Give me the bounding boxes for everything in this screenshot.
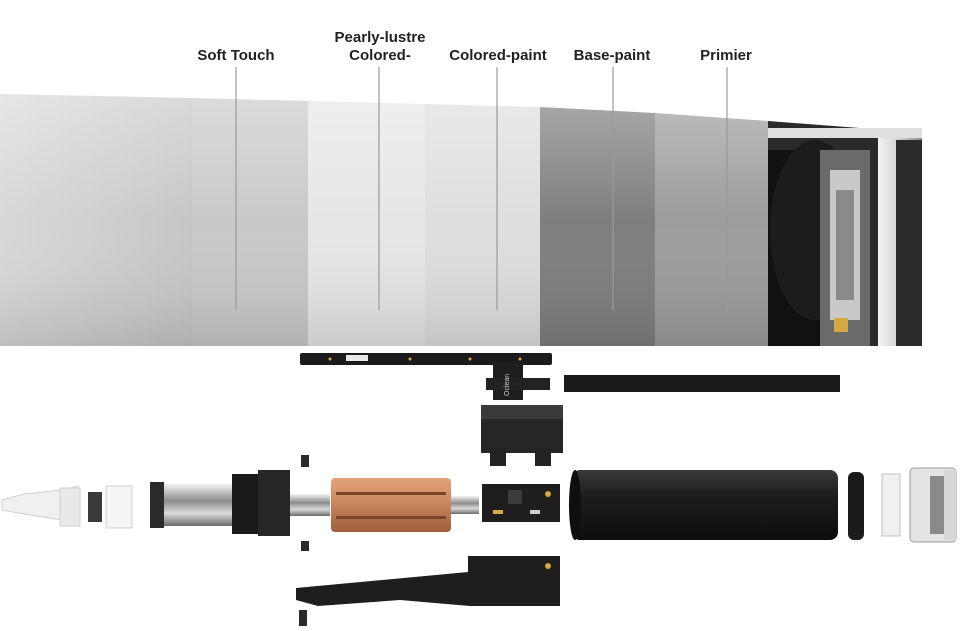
layer-label-pearly-lustre: Pearly-lustre Colored- bbox=[335, 29, 426, 65]
battery-tube bbox=[569, 470, 838, 540]
pcb-oclean-text: Oclean bbox=[504, 374, 511, 396]
layer-label-primier: Primier bbox=[700, 47, 752, 64]
motor bbox=[150, 470, 330, 536]
lower-chassis bbox=[296, 556, 560, 606]
spring-connector bbox=[451, 496, 479, 514]
motor-bracket bbox=[481, 405, 563, 466]
battery-cover-bar bbox=[564, 375, 840, 392]
pcb-board-top bbox=[300, 353, 552, 365]
internal-end-assembly bbox=[768, 121, 922, 346]
layer-label-base-paint: Base-paint bbox=[573, 47, 651, 64]
layer-label-soft-touch: Soft Touch bbox=[197, 47, 275, 64]
layer-label-pearly-lustre-line1: Pearly-lustre bbox=[334, 29, 426, 46]
leader-lines bbox=[235, 67, 728, 310]
circuit-board bbox=[482, 484, 560, 522]
screws bbox=[299, 455, 309, 626]
pcb-connector: Oclean bbox=[486, 362, 550, 400]
brush-head bbox=[1, 485, 133, 529]
layer-label-pearly-lustre-line2: Colored- bbox=[349, 47, 411, 64]
layer-band bbox=[0, 94, 922, 346]
copper-coil bbox=[331, 478, 451, 532]
end-cap-rings bbox=[848, 467, 957, 543]
layer-label-colored-paint: Colored-paint bbox=[449, 47, 547, 64]
